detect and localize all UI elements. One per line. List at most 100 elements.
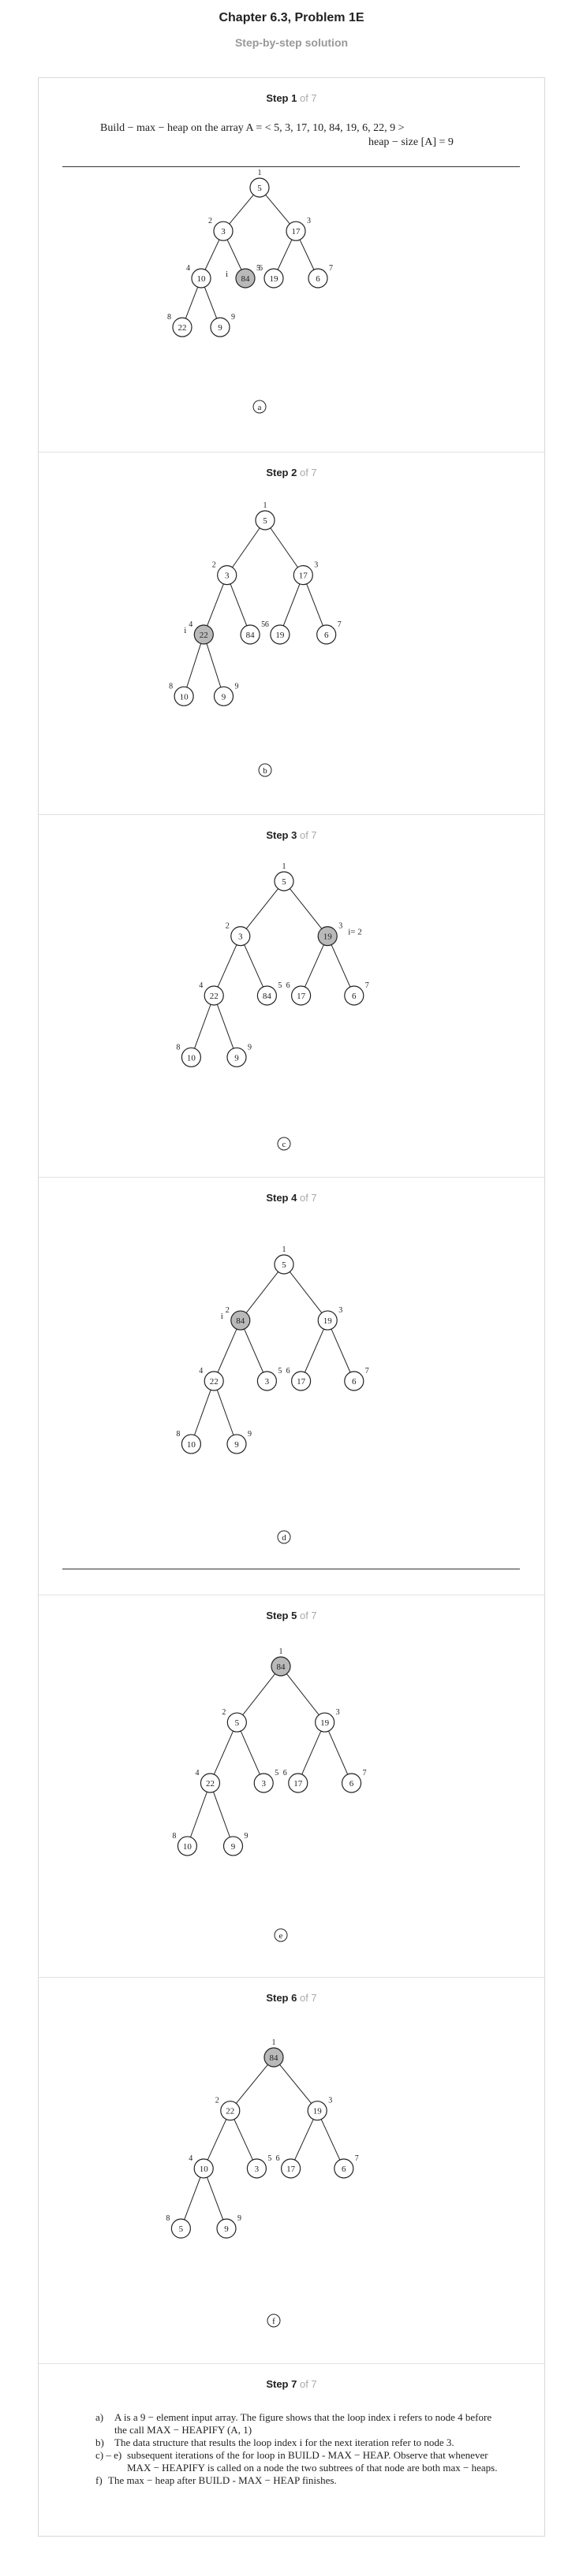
node-index: 3: [338, 1306, 342, 1315]
node-circle: [181, 1047, 201, 1067]
tree-edge: [204, 287, 218, 319]
node-value: 10: [183, 1842, 192, 1852]
tree-edge: [216, 1004, 234, 1049]
node-value: 19: [323, 932, 333, 942]
node-circle: [226, 1712, 247, 1733]
node-circle: [246, 2158, 267, 2179]
node-index: 9: [248, 1430, 252, 1439]
node-circle: [240, 624, 260, 645]
node-value: 10: [200, 2165, 209, 2174]
loop-index-label: i: [184, 626, 186, 635]
step-total: of 7: [299, 829, 317, 841]
step-number: Step 4: [266, 1192, 297, 1204]
note-item: c) – e) subsequent iterations of the for…: [95, 2449, 506, 2474]
heap-node: 176: [286, 981, 312, 1006]
node-index: 5: [256, 264, 260, 273]
heap-node: 22 4: [189, 620, 214, 645]
heap-node: 193: [307, 2097, 332, 2121]
heap-node: 842: [226, 1306, 251, 1331]
step-number: Step 1: [266, 92, 297, 104]
heap-node: 67: [341, 1769, 367, 1793]
heap-node: 84 5: [235, 264, 260, 288]
node-index: 9: [245, 1832, 249, 1841]
node-value: 9: [218, 323, 222, 333]
tree-edge: [235, 2064, 268, 2104]
heap-node: 35: [256, 1367, 282, 1391]
node-value: 19: [275, 631, 285, 640]
node-value: 6: [349, 1779, 354, 1789]
tree-edge: [230, 583, 248, 627]
tree-edge: [232, 527, 260, 568]
step-number: Step 2: [266, 467, 297, 478]
node-circle: [204, 1371, 224, 1391]
figure-caption: e: [274, 1928, 288, 1942]
tree-edge: [217, 944, 237, 988]
node-index: 3: [338, 922, 342, 931]
figure-caption: f: [267, 2314, 281, 2328]
node-circle: [293, 565, 313, 586]
heap-node: 108: [176, 1043, 201, 1067]
heap-node: 99: [213, 682, 239, 706]
tree-edge: [184, 2177, 201, 2220]
tree-edge: [299, 239, 315, 270]
note-item: b) The data structure that results the l…: [95, 2436, 506, 2449]
node-value: 22: [206, 1779, 215, 1789]
node-value: 84: [263, 992, 272, 1001]
step-6-header: Step 6 of 7: [39, 1992, 544, 2004]
node-circle: [263, 2047, 284, 2068]
node-index: 4: [189, 620, 192, 629]
node-circle: [308, 268, 328, 288]
node-circle: [216, 2218, 237, 2239]
heap-node: 51: [274, 862, 294, 892]
node-index: 5: [267, 2154, 271, 2163]
step-total: of 7: [299, 92, 317, 104]
heap-node: 108: [169, 682, 194, 706]
node-circle: [317, 926, 338, 947]
node-value: 6: [352, 992, 357, 1001]
node-value: 22: [200, 631, 208, 640]
step-1-header: Step 1 of 7: [39, 92, 544, 104]
heap-node: 58: [166, 2214, 191, 2239]
heap-node: 99: [222, 1832, 249, 1856]
node-value: 10: [187, 1053, 196, 1063]
heap-node: 67: [334, 2154, 359, 2179]
tree-edge: [193, 1390, 211, 1435]
step-3-header: Step 3 of 7: [39, 829, 544, 841]
node-index: 1: [282, 1245, 286, 1254]
node-index: 5: [261, 620, 265, 629]
node-value: 10: [187, 1440, 196, 1450]
heap-size-text: heap − size [A] = 9: [368, 136, 454, 148]
heap-node: 35: [253, 1769, 278, 1793]
step-number: Step 7: [266, 2378, 297, 2390]
node-index: 1: [279, 1647, 283, 1656]
node-index: 5: [278, 1367, 282, 1375]
heap-node: 32: [226, 922, 251, 947]
node-circle: [213, 686, 234, 706]
node-circle: [253, 1773, 274, 1793]
step-1: Step 1 of 7 Build − max − heap on the ar…: [39, 78, 544, 452]
node-index: 3: [336, 1708, 340, 1717]
node-value: 84: [241, 274, 251, 284]
heap-node: 99: [226, 1430, 252, 1454]
node-circle: [230, 1310, 251, 1331]
node-circle: [193, 2158, 214, 2179]
tree-edge: [320, 2119, 341, 2161]
node-circle: [307, 2101, 327, 2121]
heap-node: 173: [286, 217, 311, 241]
node-circle: [220, 2101, 241, 2121]
node-circle: [274, 871, 294, 892]
page-header: Chapter 6.3, Problem 1E Step-by-step sol…: [0, 0, 583, 71]
heap-node: 845: [256, 981, 282, 1006]
node-value: 19: [270, 274, 279, 284]
heap-node: 108: [172, 1832, 198, 1856]
node-index: 7: [329, 264, 333, 273]
tree-edge: [289, 1271, 323, 1313]
node-index: 2: [215, 2097, 219, 2105]
tree-edge: [244, 944, 263, 988]
node-value: 17: [299, 571, 308, 581]
heap-node: 19 3: [317, 922, 342, 947]
